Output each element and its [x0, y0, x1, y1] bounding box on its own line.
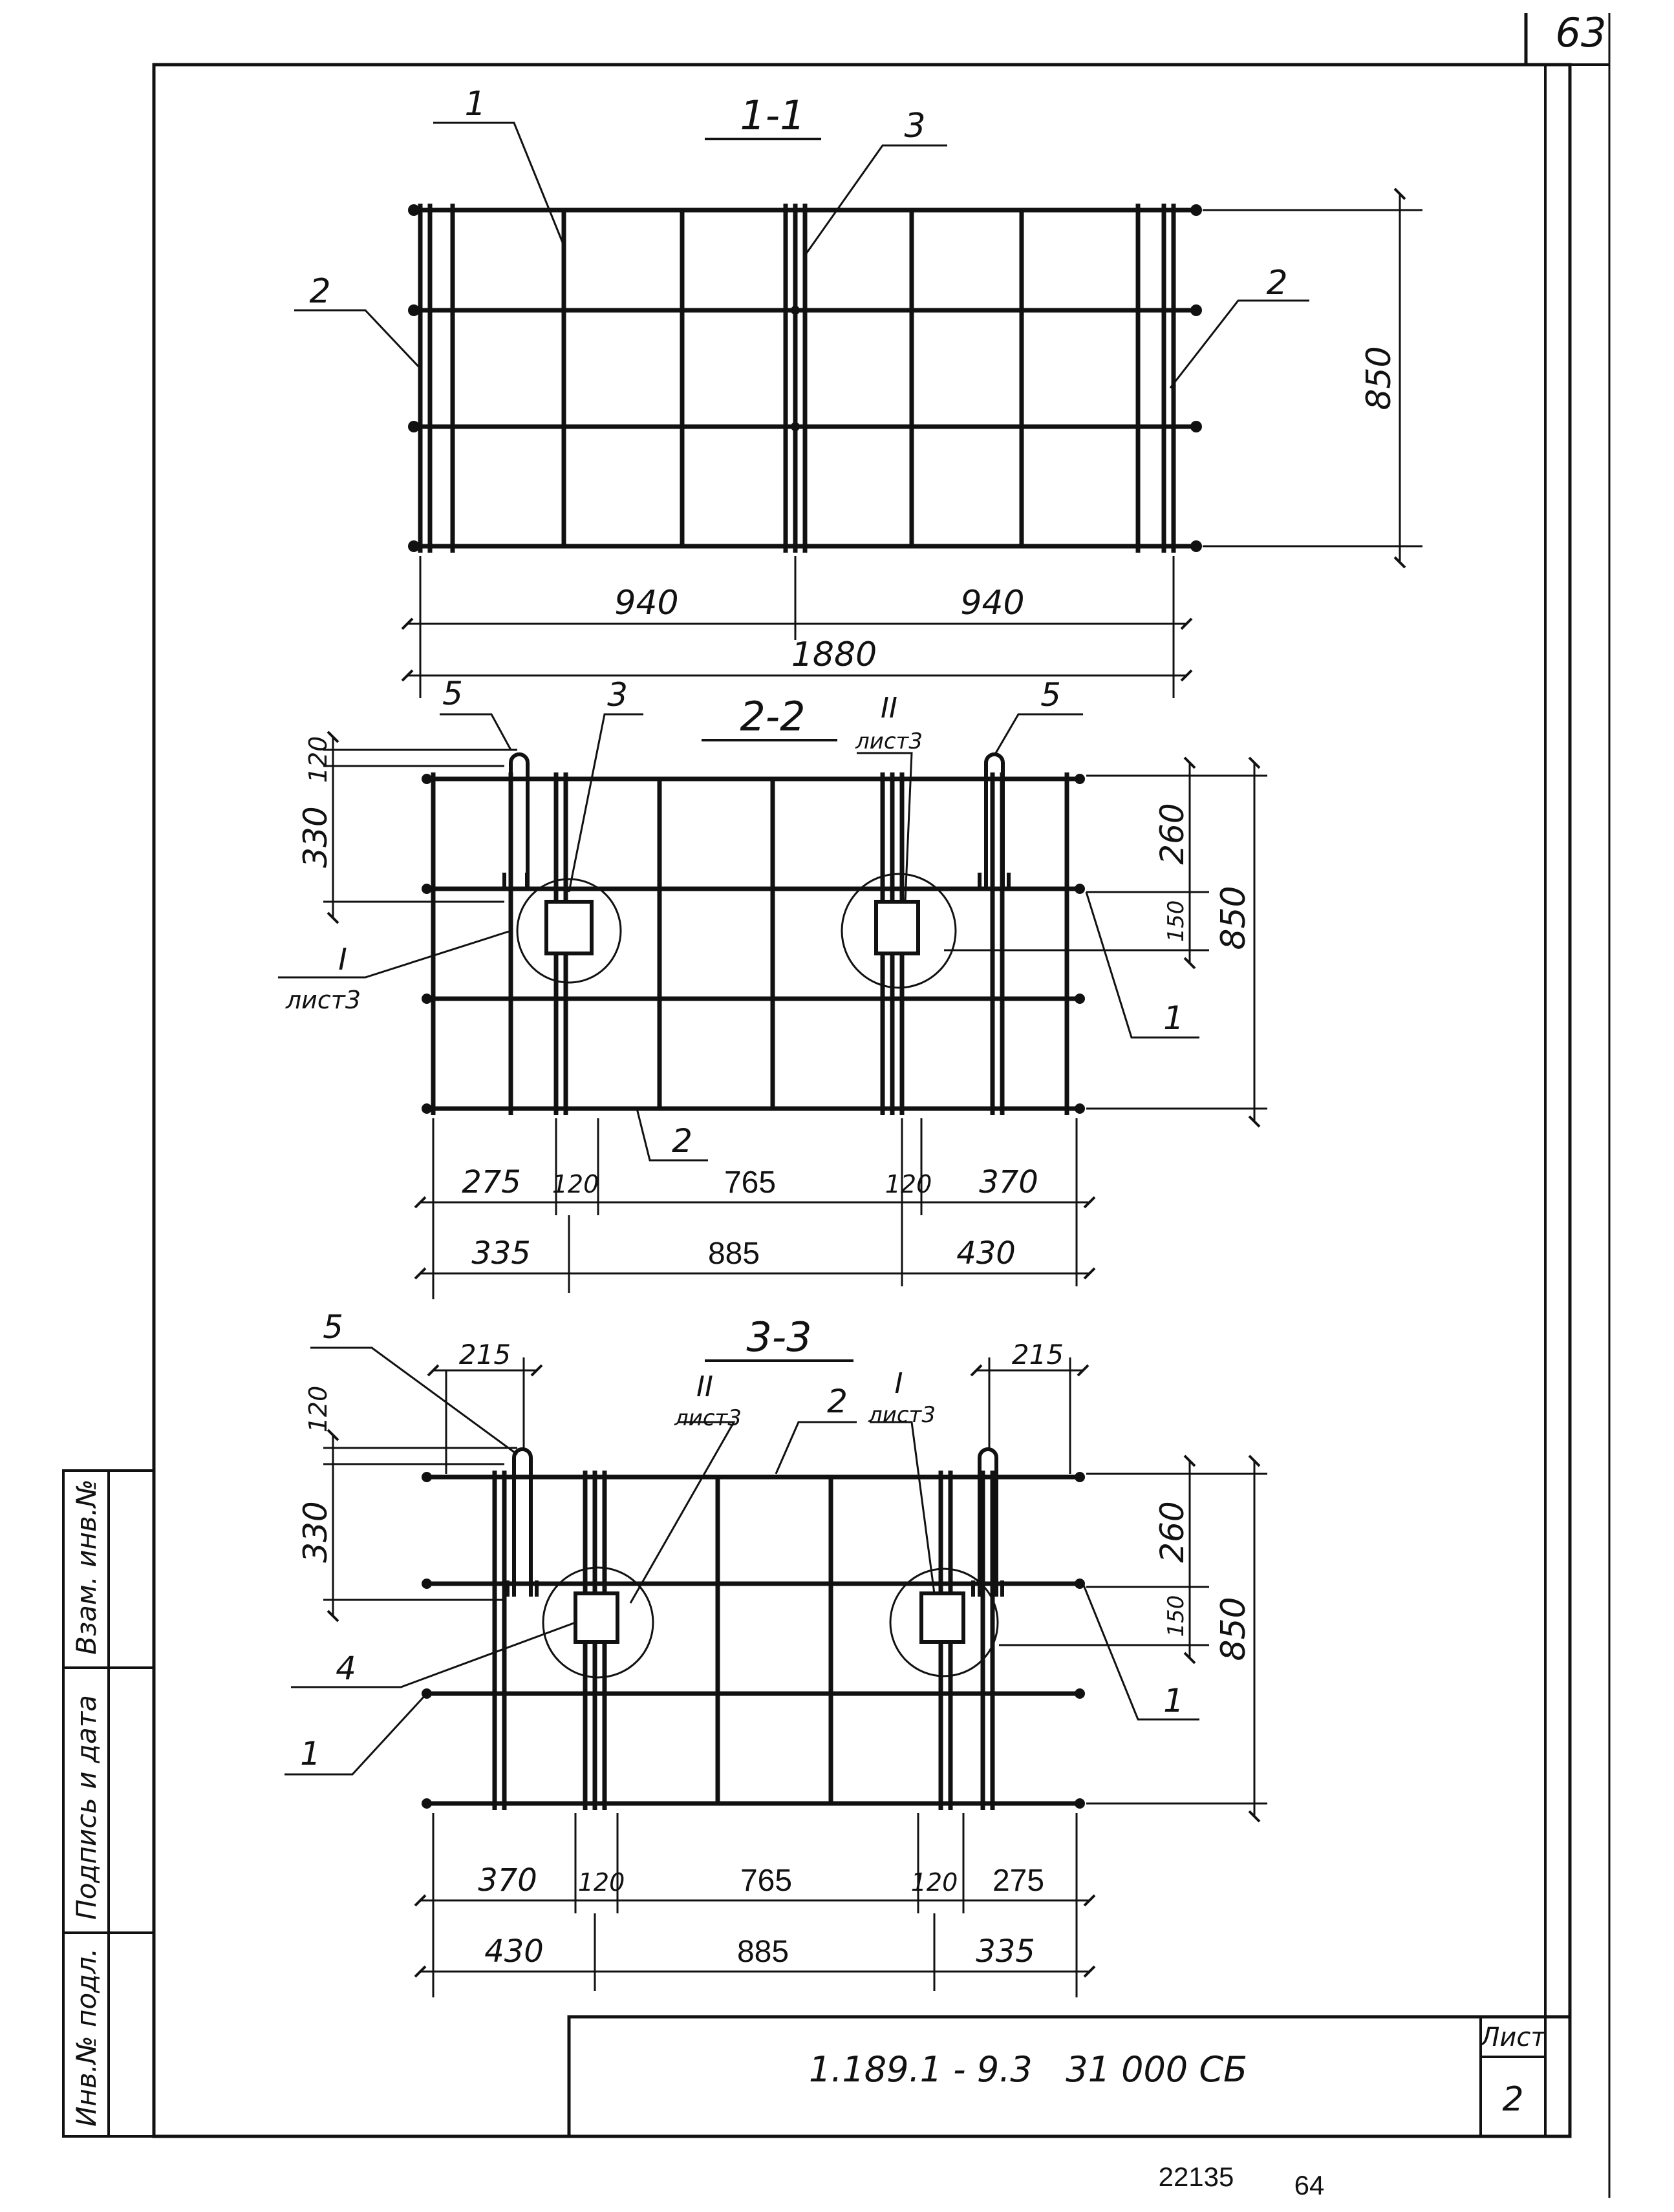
node-ref-I-s3: I	[895, 1367, 903, 1400]
dim-120-s3-a: 120	[578, 1868, 625, 1897]
stamp-inv-orig: Инв.№ подл.	[70, 1948, 102, 2127]
dimensions-section-1	[401, 187, 1422, 698]
section-2-title: 2-2	[740, 693, 805, 740]
callout-1-s2: 1	[1163, 999, 1184, 1037]
callouts-section-2	[278, 713, 1199, 1162]
dim-215-s3-left: 215	[459, 1339, 511, 1370]
dim-885-s3: 885	[737, 1935, 789, 1969]
sheet-label: Лист	[1479, 2023, 1547, 2052]
doc-number: 22135	[1159, 2162, 1234, 2192]
sheet-number: 2	[1502, 2080, 1523, 2119]
embed-plates-section-3	[574, 1591, 965, 1644]
dim-1880: 1880	[791, 635, 877, 674]
dim-940-right: 940	[960, 584, 1024, 622]
callout-2-s2: 2	[672, 1122, 692, 1160]
dim-370-s2: 370	[979, 1164, 1038, 1200]
node-ref-I-sheet: лист3	[285, 986, 361, 1014]
side-stamp	[62, 1469, 155, 2138]
dimensions-section-2	[323, 730, 1267, 1299]
document-designation: 1.189.1 - 9.3 31 000 СБ	[809, 2049, 1247, 2090]
dim-120-s2-a: 120	[552, 1170, 599, 1198]
dim-120-s2-left: 120	[304, 736, 332, 783]
callout-3-s2: 3	[607, 676, 628, 714]
mesh-section-1	[414, 204, 1196, 553]
callouts-section-3	[284, 1346, 1199, 1776]
section-3-title: 3-3	[746, 1313, 811, 1361]
node-ref-II-s3: II	[696, 1370, 713, 1403]
dim-120-s2-b: 120	[885, 1170, 932, 1198]
anchor-loops-section-2	[502, 752, 1011, 889]
callout-2-left: 2	[309, 272, 330, 311]
page-number: 63	[1556, 9, 1607, 56]
dim-150-s2-right: 150	[1163, 900, 1189, 942]
detail-circles-section-2	[516, 873, 957, 989]
node-ref-II-s3-sheet: лист3	[674, 1405, 742, 1431]
dim-275-s3: 275	[993, 1864, 1044, 1898]
dim-335-s3: 335	[976, 1933, 1035, 1970]
dim-260-s2-right: 260	[1154, 803, 1191, 864]
callout-5-left: 5	[442, 675, 463, 712]
dim-120-s3-b: 120	[911, 1868, 958, 1897]
dim-430-s3: 430	[484, 1933, 544, 1970]
section-3-3: 3-3	[284, 1308, 1267, 1997]
callout-3: 3	[904, 107, 925, 145]
callout-2-s3: 2	[827, 1383, 848, 1420]
dim-850: 850	[1360, 346, 1399, 410]
dim-330-s2-left: 330	[297, 806, 334, 867]
dim-150-s3-right: 150	[1163, 1595, 1189, 1637]
dim-260-s3-right: 260	[1154, 1501, 1191, 1562]
section-2-2: 2-2	[278, 675, 1267, 1299]
section-1-1: 1-1	[294, 85, 1422, 698]
dim-765-s3: 765	[740, 1864, 792, 1898]
dim-850-s3-right: 850	[1214, 1597, 1253, 1661]
callout-2-right: 2	[1266, 264, 1287, 303]
embed-plates-section-2	[544, 900, 920, 955]
node-ref-II: II	[881, 692, 897, 725]
callout-1: 1	[464, 85, 486, 123]
dim-370-s3: 370	[478, 1862, 537, 1898]
title-block	[567, 2015, 1572, 2138]
node-ref-I-s3-sheet: лист3	[868, 1402, 936, 1428]
callout-1-s3-right: 1	[1163, 1682, 1184, 1719]
dim-765-s2: 765	[724, 1165, 776, 1200]
dim-330-s3-left: 330	[297, 1501, 334, 1562]
footer-page: 64	[1294, 2170, 1325, 2200]
callout-4-s3: 4	[336, 1650, 356, 1687]
callout-5-right: 5	[1040, 676, 1061, 714]
callout-1-s3-left: 1	[300, 1735, 321, 1772]
dim-850-s2-right: 850	[1214, 886, 1253, 950]
callout-5-s3: 5	[323, 1308, 343, 1346]
dim-940-left: 940	[614, 584, 678, 622]
detail-circles-section-3	[542, 1566, 999, 1679]
dim-335-s2: 335	[471, 1235, 531, 1271]
anchor-loops-section-3	[506, 1447, 1004, 1597]
mesh-section-2	[427, 772, 1080, 1115]
dim-275-s2: 275	[462, 1164, 521, 1200]
node-ref-II-sheet: лист3	[855, 728, 923, 754]
dim-215-s3-right: 215	[1012, 1339, 1064, 1370]
stamp-inv-replace: Взам. инв.№	[70, 1479, 102, 1655]
dim-885-s2: 885	[708, 1237, 760, 1271]
node-ref-I: I	[338, 942, 347, 977]
callouts-section-1	[294, 122, 1309, 388]
dimensions-section-3	[323, 1357, 1267, 1997]
stamp-sign-date: Подпись и дата	[70, 1695, 102, 1920]
dim-430-s2: 430	[956, 1235, 1016, 1271]
section-1-title: 1-1	[740, 92, 805, 139]
dim-120-s3-left: 120	[304, 1386, 332, 1433]
